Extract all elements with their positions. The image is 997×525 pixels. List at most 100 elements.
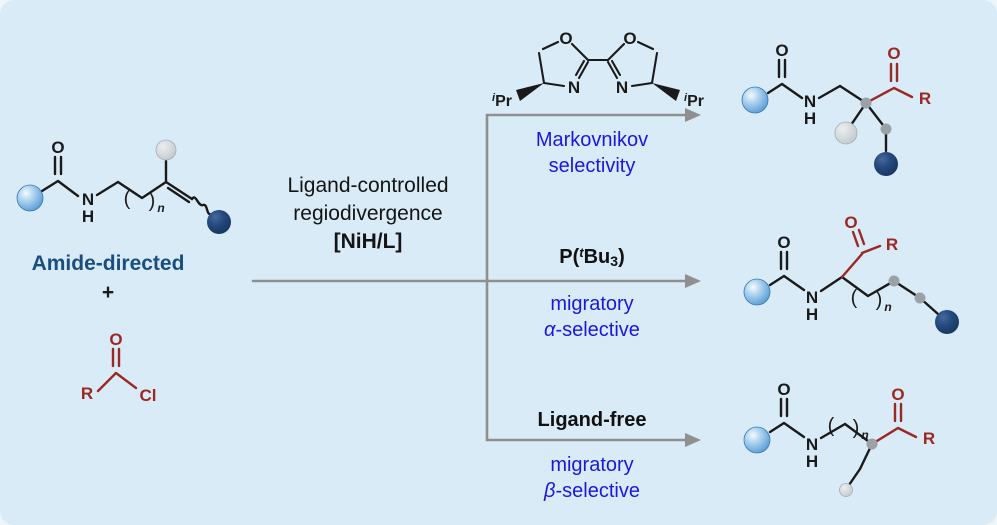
phosphine-sub-3: 3	[610, 253, 619, 269]
p1-methyl-ball	[834, 121, 858, 145]
p3-nh-hydrogen-label: H	[806, 452, 818, 471]
conditions-line2: regiodivergence	[293, 202, 443, 225]
ligand-left-ipr-sup: i	[492, 92, 496, 104]
p2-nh-hydrogen-label: H	[806, 305, 818, 324]
p1-nitrogen-label: N	[804, 92, 816, 111]
ligand-free-condition-label: Ligand-free	[537, 409, 647, 431]
substrate-amide-sphere	[16, 184, 44, 212]
p1-r-label: R	[919, 89, 931, 108]
p3-acyl-double-bond	[893, 402, 903, 423]
acyl-chloride-oxygen-label: O	[109, 330, 122, 349]
p1-acyl-bonds	[864, 86, 914, 105]
p1-bonds	[766, 82, 888, 153]
phosphine-condition-label: P(tBu3)	[489, 245, 695, 269]
p1-amide-sphere	[741, 86, 769, 114]
p3-r-label: R	[923, 429, 935, 448]
alpha-line2: α-selective	[489, 317, 695, 343]
conditions-line1: Ligand-controlled	[287, 174, 449, 197]
p2-acyl-double-bond	[851, 228, 866, 248]
p2-amide-oxygen-label: O	[777, 233, 790, 252]
p2-acyl-oxygen-label: O	[844, 213, 857, 232]
p1-acyl-oxygen-label: O	[887, 44, 900, 63]
substrate-label: Amide-directed	[31, 252, 185, 275]
p2-navy-ball	[935, 310, 959, 334]
substrate-carbonyl-double-bond	[53, 155, 63, 176]
phosphine-sup-t: t	[579, 245, 584, 260]
p2-amide-double-bond	[779, 250, 789, 271]
p3-bonds	[768, 421, 874, 487]
p2-bonds	[768, 274, 940, 316]
p2-bracket-open: (	[851, 287, 858, 309]
reaction-conditions-block: Ligand-controlled regiodivergence [NiH/L…	[250, 172, 486, 256]
beta-line1: migratory	[550, 454, 634, 476]
substrate-bonds	[40, 159, 168, 200]
alpha-selectivity-label: migratory α-selective	[489, 291, 695, 343]
substrate-structure: O N H ( ) n	[16, 138, 231, 234]
ligand-left-ipr-core: Pr	[495, 93, 512, 110]
p3-methyl-ball	[839, 483, 853, 497]
beta-selectivity-label: migratory β-selective	[489, 452, 695, 504]
acyl-chloride-bonds	[96, 371, 138, 393]
catalyst-label: [NiH/L]	[333, 230, 403, 253]
product-beta-structure: O N H O R ( ) n	[743, 380, 935, 497]
ligand-right-nitrogen-label: N	[616, 78, 628, 97]
substrate-navy-ball	[207, 210, 231, 234]
p2-chain-carbon-dot-2	[914, 292, 926, 304]
p3-bracket-n: n	[861, 428, 868, 442]
substrate-nitrogen-label: N	[82, 190, 94, 209]
substrate-bracket-close: )	[149, 190, 156, 212]
beta-line2: β-selective	[489, 478, 695, 504]
p3-alpha-carbon-dot	[866, 438, 878, 450]
markovnikov-line1: Markovnikov	[535, 129, 649, 151]
p3-amide-oxygen-label: O	[777, 380, 790, 399]
ligand-left-wedge-bond	[516, 83, 544, 101]
markovnikov-selectivity-label: Markovnikov selectivity	[489, 127, 695, 179]
p3-nitrogen-label: N	[806, 435, 818, 454]
plus-sign: +	[101, 281, 115, 304]
product-markovnikov-structure: O N H O R	[741, 41, 931, 176]
acyl-chloride-double-bond	[111, 347, 121, 368]
alpha-greek: α	[544, 319, 556, 341]
p2-amide-sphere	[743, 278, 771, 306]
arrowhead-bottom	[685, 433, 701, 447]
beta-greek: β	[544, 480, 556, 502]
phosphine-post: )	[618, 246, 625, 268]
acyl-chloride-r-label: R	[81, 384, 93, 403]
ligand-right-wedge-bond	[652, 83, 680, 101]
p3-acyl-bonds	[870, 426, 918, 446]
p1-quaternary-carbon-dot	[860, 97, 872, 109]
acyl-chloride-cl-label: Cl	[140, 386, 157, 405]
p1-amide-oxygen-label: O	[775, 41, 788, 60]
p2-chain-carbon-dot-1	[888, 275, 900, 287]
arrowhead-middle	[685, 274, 701, 288]
arrowhead-top	[685, 108, 701, 122]
p1-navy-ball	[874, 152, 898, 176]
substrate-carbonyl-oxygen-label: O	[51, 138, 64, 157]
ligand-ring-bonds	[537, 40, 659, 88]
phosphine-pre: P(	[559, 246, 580, 268]
substrate-bracket-open: (	[124, 188, 131, 210]
markovnikov-line2: selectivity	[548, 155, 636, 177]
p3-amide-double-bond	[779, 397, 789, 418]
substrate-methyl-ball	[155, 139, 177, 161]
p2-bracket-close: )	[876, 289, 883, 311]
acyl-chloride-structure: O R Cl	[81, 330, 157, 405]
p1-chain-carbon-dot	[880, 123, 892, 135]
beta-suffix: -selective	[555, 480, 640, 502]
p1-acyl-double-bond	[889, 62, 899, 83]
ligand-left-nitrogen-label: N	[568, 78, 580, 97]
p1-nh-hydrogen-label: H	[804, 109, 816, 128]
product-alpha-structure: O N H O R ( ) n	[743, 213, 959, 334]
ligand-right-ipr-core: Pr	[687, 93, 704, 110]
ligand-right-oxygen-label: O	[623, 29, 636, 48]
phosphine-core: Bu	[583, 246, 611, 268]
biox-ligand-structure: O O N N iPr iPr	[492, 29, 704, 110]
p3-amide-sphere	[743, 426, 771, 454]
p3-acyl-oxygen-label: O	[891, 385, 904, 404]
p2-acyl-bonds	[840, 244, 882, 279]
p2-nitrogen-label: N	[806, 288, 818, 307]
substrate-alkene-double-bond	[164, 180, 194, 204]
ligand-left-oxygen-label: O	[559, 29, 572, 48]
